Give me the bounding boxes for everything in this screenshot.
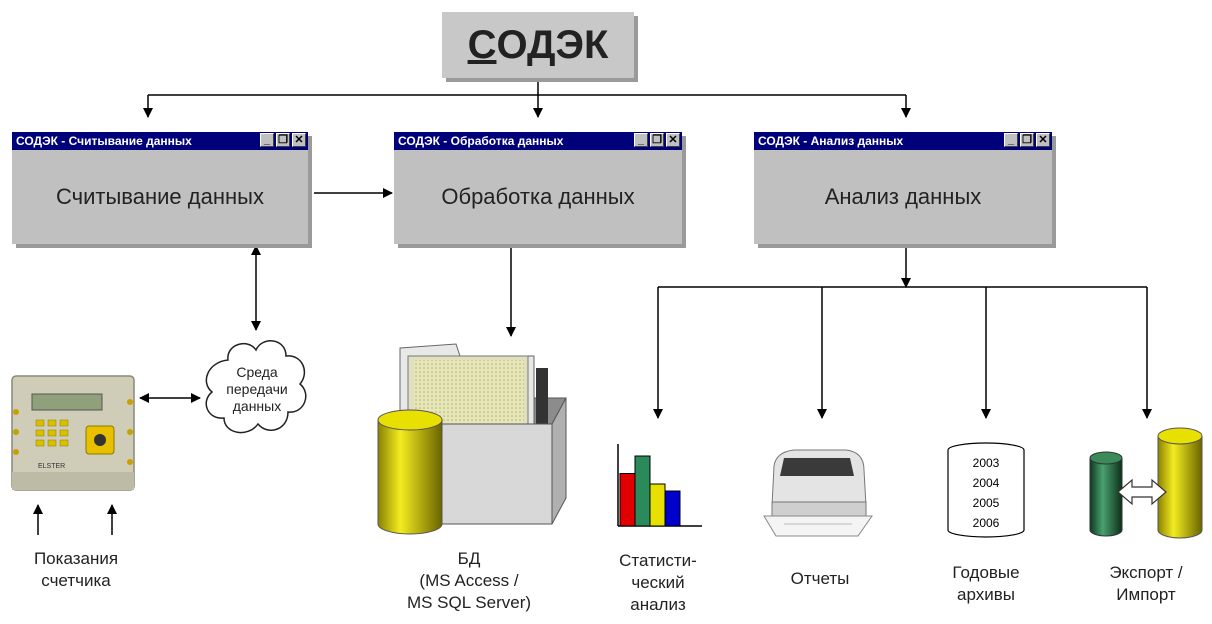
archives-label: Годовые архивы — [928, 562, 1044, 606]
export-label: Экспорт / Импорт — [1086, 562, 1206, 606]
stats-bar-2 — [649, 483, 666, 527]
window-processing-titlebar: СОДЭК - Обработка данных _ ❐ ✕ — [394, 132, 682, 150]
window-reading-title: СОДЭК - Считывание данных — [16, 134, 192, 148]
window-processing-title: СОДЭК - Обработка данных — [398, 134, 564, 148]
stats-label-line3: анализ — [630, 595, 686, 614]
window-analysis-title: СОДЭК - Анализ данных — [758, 134, 904, 148]
window-processing: СОДЭК - Обработка данных _ ❐ ✕ Обработка… — [394, 132, 682, 244]
reports-label: Отчеты — [762, 568, 878, 590]
archive-disk-3 — [947, 510, 1025, 538]
restore-button[interactable]: ❐ — [1020, 133, 1034, 147]
meter-label: Показания счетчика — [0, 548, 152, 592]
minimize-button[interactable]: _ — [634, 133, 648, 147]
sodek-title-rest: ОДЭК — [496, 22, 609, 67]
stats-bar-0 — [619, 473, 636, 527]
window-reading: СОДЭК - Считывание данных _ ❐ ✕ Считыван… — [12, 132, 308, 244]
cloud-label-line2: передачи — [226, 381, 288, 397]
db-label: БД (MS Access / MS SQL Server) — [378, 548, 560, 614]
stats-bar-3 — [664, 490, 681, 527]
meter-device-icon: ELSTER — [11, 375, 135, 491]
archives-label-line1: Годовые — [952, 563, 1020, 582]
db-label-line1: БД — [457, 549, 481, 568]
restore-button[interactable]: ❐ — [276, 133, 290, 147]
minimize-button[interactable]: _ — [1004, 133, 1018, 147]
stats-label: Статисти- ческий анализ — [600, 550, 716, 616]
stats-label-line2: ческий — [631, 573, 685, 592]
cloud-label-line3: данных — [232, 398, 282, 414]
reports-label-line1: Отчеты — [790, 569, 850, 588]
cloud-label-line1: Среда — [236, 364, 278, 380]
archive-year-0: 2003 — [973, 456, 1000, 470]
window-reading-body: Считывание данных — [56, 184, 264, 209]
close-button[interactable]: ✕ — [292, 133, 306, 147]
restore-button[interactable]: ❐ — [650, 133, 664, 147]
archive-year-1: 2004 — [973, 476, 1000, 490]
sodek-title-first: С — [467, 22, 497, 67]
window-analysis: СОДЭК - Анализ данных _ ❐ ✕ Анализ данны… — [754, 132, 1052, 244]
meter-brand: ELSTER — [38, 463, 65, 470]
archives-label-line2: архивы — [957, 585, 1015, 604]
window-processing-body: Обработка данных — [441, 184, 635, 209]
archive-year-3: 2006 — [973, 516, 1000, 530]
window-analysis-body: Анализ данных — [824, 184, 982, 209]
close-button[interactable]: ✕ — [666, 133, 680, 147]
meter-label-line1: Показания — [33, 549, 119, 568]
cloud-icon — [205, 340, 307, 434]
export-import-icon — [1089, 427, 1203, 539]
export-label-line1: Экспорт / — [1109, 563, 1183, 582]
stats-bar-1 — [634, 455, 651, 527]
database-icon — [377, 343, 567, 535]
printer-icon — [763, 449, 873, 537]
cloud-label: Среда передачи данных — [208, 364, 306, 415]
archive-year-2: 2005 — [973, 496, 1000, 510]
stats-label-line1: Статисти- — [619, 551, 697, 570]
bar-chart-icon — [617, 444, 702, 527]
db-label-line3: MS SQL Server) — [406, 593, 532, 612]
meter-label-line2: счетчика — [41, 571, 111, 590]
window-reading-titlebar: СОДЭК - Считывание данных _ ❐ ✕ — [12, 132, 308, 150]
window-analysis-titlebar: СОДЭК - Анализ данных _ ❐ ✕ — [754, 132, 1052, 150]
minimize-button[interactable]: _ — [260, 133, 274, 147]
close-button[interactable]: ✕ — [1036, 133, 1050, 147]
export-label-line2: Импорт — [1116, 585, 1176, 604]
archive-stack-icon: 2003 2004 2005 2006 — [947, 442, 1025, 538]
db-label-line2: (MS Access / — [419, 571, 519, 590]
